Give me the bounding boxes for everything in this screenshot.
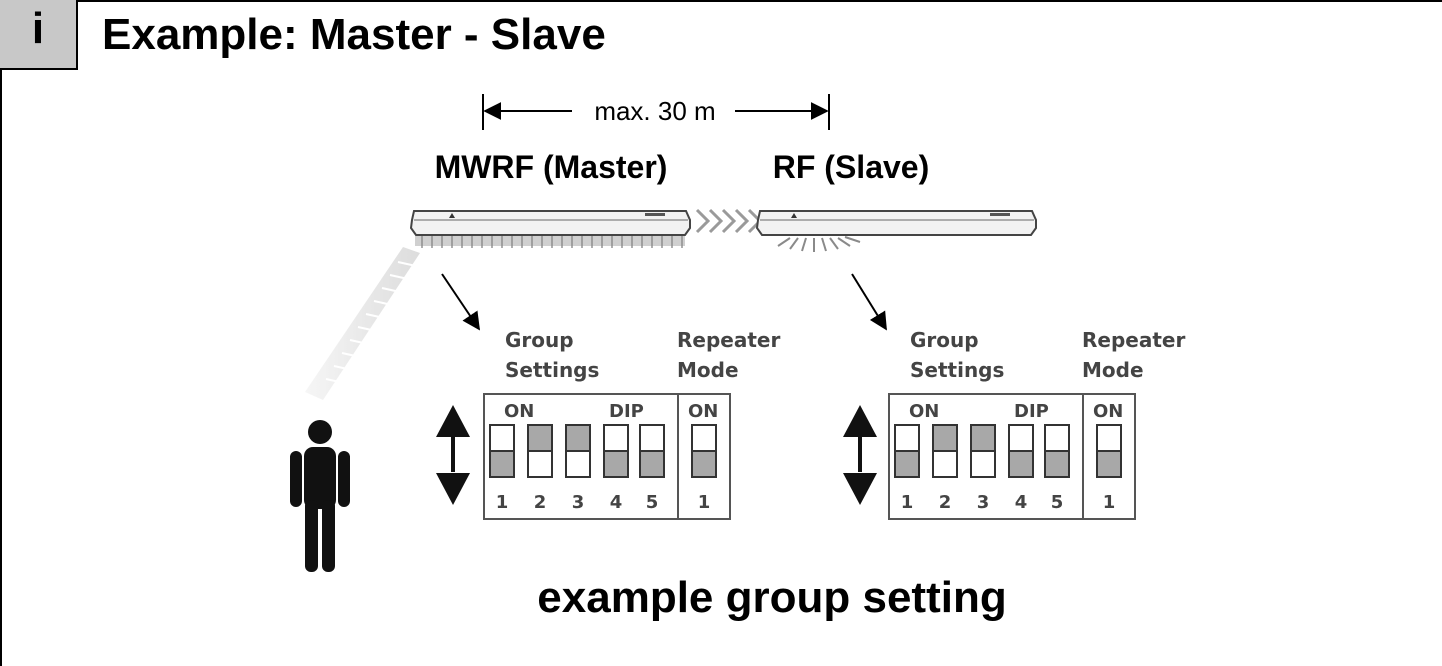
on-label: ON [504, 401, 534, 422]
dip-switch[interactable]: 1 [691, 424, 717, 513]
dip-switch-upper [639, 424, 665, 452]
dip-switch[interactable]: 2 [932, 424, 958, 513]
dip-switch-lower [691, 450, 717, 478]
repeater-on-label: ON [688, 401, 718, 422]
dip-switch-number: 5 [1051, 492, 1064, 513]
slave-luminaire [755, 210, 1037, 252]
master-luminaire [409, 210, 691, 248]
dip-switch-lower [970, 450, 996, 478]
dip-switch-upper [527, 424, 553, 452]
slave-pointer-arrow [851, 273, 887, 331]
group-label-line2: Settings [910, 358, 1004, 382]
master-label: MWRF (Master) [435, 149, 668, 185]
dip-switch-number: 1 [698, 492, 711, 513]
distance-dimension: max. 30 m [482, 94, 830, 130]
on-label: ON [909, 401, 939, 422]
page-title: Example: Master - Slave [102, 10, 606, 59]
dip-switch[interactable]: 4 [1008, 424, 1034, 513]
master-dip-panel: Group Settings Repeater Mode ON DIP ON 1… [436, 328, 780, 520]
dip-switch-lower [1044, 450, 1070, 478]
dip-switch-lower [932, 450, 958, 478]
distance-label: max. 30 m [594, 96, 715, 126]
dip-switch-lower [1008, 450, 1034, 478]
slave-label: RF (Slave) [773, 149, 929, 185]
dip-switch-upper [1096, 424, 1122, 452]
dip-switch-number: 4 [1015, 492, 1028, 513]
dip-switch-lower [1096, 450, 1122, 478]
dip-switch[interactable]: 3 [565, 424, 591, 513]
repeater-label-line2: Mode [677, 358, 739, 382]
repeater-label-line1: Repeater [677, 328, 780, 352]
dip-switch-lower [639, 450, 665, 478]
dip-switch-number: 1 [496, 492, 509, 513]
dip-switch-upper [603, 424, 629, 452]
dip-switch-lower [489, 450, 515, 478]
dip-switch-upper [970, 424, 996, 452]
dip-switch-number: 1 [901, 492, 914, 513]
dip-switch-upper [489, 424, 515, 452]
dip-switch-upper [894, 424, 920, 452]
dip-switch[interactable]: 3 [970, 424, 996, 513]
dip-switch-lower [565, 450, 591, 478]
dip-switch-number: 1 [1103, 492, 1116, 513]
master-pointer-arrow [441, 273, 481, 331]
dip-label: DIP [609, 401, 644, 422]
dip-switch-upper [1044, 424, 1070, 452]
slave-light-emission [777, 236, 861, 252]
caption: example group setting [537, 573, 1006, 622]
dip-switch-upper [565, 424, 591, 452]
group-label-line1: Group [910, 328, 979, 352]
repeater-on-label: ON [1093, 401, 1123, 422]
up-down-arrow-icon [843, 405, 877, 505]
dip-switch[interactable]: 1 [1096, 424, 1122, 513]
dip-switch-number: 4 [610, 492, 623, 513]
detection-beam [305, 247, 420, 400]
dip-switch-number: 3 [977, 492, 990, 513]
dip-switch-upper [932, 424, 958, 452]
dip-switch-lower [527, 450, 553, 478]
repeater-label-line1: Repeater [1082, 328, 1185, 352]
dip-switch-lower [603, 450, 629, 478]
slave-dip-panel: Group Settings Repeater Mode ON DIP ON 1… [843, 328, 1185, 520]
dip-switch-upper [1008, 424, 1034, 452]
dip-switch[interactable]: 5 [1044, 424, 1070, 513]
dip-switch-number: 2 [939, 492, 952, 513]
dip-switch-number: 3 [572, 492, 585, 513]
group-label-line2: Settings [505, 358, 599, 382]
dip-switch[interactable]: 4 [603, 424, 629, 513]
dip-switch-number: 2 [534, 492, 547, 513]
info-box: i [0, 0, 78, 70]
dip-switch-number: 5 [646, 492, 659, 513]
up-down-arrow-icon [436, 405, 470, 505]
dip-switch-upper [691, 424, 717, 452]
group-label-line1: Group [505, 328, 574, 352]
info-icon: i [31, 4, 45, 53]
dip-switch[interactable]: 5 [639, 424, 665, 513]
repeater-label-line2: Mode [1082, 358, 1144, 382]
dip-label: DIP [1014, 401, 1049, 422]
dip-switch[interactable]: 1 [894, 424, 920, 513]
dip-switch-lower [894, 450, 920, 478]
detection-beam-stripes [325, 261, 417, 384]
master-light-emission [421, 236, 683, 248]
wireless-signal-icon [695, 208, 763, 234]
person-icon [290, 420, 350, 572]
dip-switch[interactable]: 1 [489, 424, 515, 513]
dip-switch[interactable]: 2 [527, 424, 553, 513]
